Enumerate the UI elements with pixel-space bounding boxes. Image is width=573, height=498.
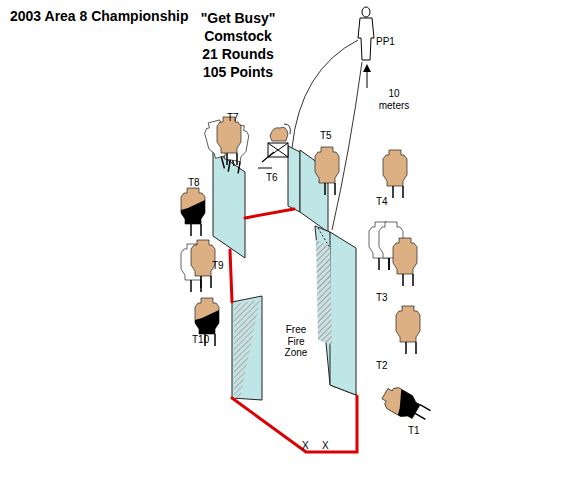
target-label: T1 <box>408 425 420 436</box>
zone-label: Free Fire Zone <box>276 324 316 359</box>
target-label: T4 <box>376 196 388 207</box>
target-label: T10 <box>192 334 209 345</box>
start-mark: X <box>322 440 329 451</box>
target-label: T2 <box>376 360 388 371</box>
distance-note: 10 meters <box>376 88 412 111</box>
point-count: 105 Points <box>180 64 296 80</box>
target-label: T3 <box>376 292 388 303</box>
position-label: PP1 <box>376 36 395 47</box>
target-label: T6 <box>266 172 278 183</box>
target-label: T9 <box>212 260 224 271</box>
target-label: T7 <box>227 112 239 123</box>
stage-name: "Get Busy" <box>180 10 296 26</box>
target-label: T5 <box>320 130 332 141</box>
round-count: 21 Rounds <box>180 46 296 62</box>
stage-title: 2003 Area 8 Championship <box>10 8 188 24</box>
start-mark: X <box>302 440 309 451</box>
target-label: T8 <box>188 177 200 188</box>
stage-name: Comstock <box>180 28 296 44</box>
